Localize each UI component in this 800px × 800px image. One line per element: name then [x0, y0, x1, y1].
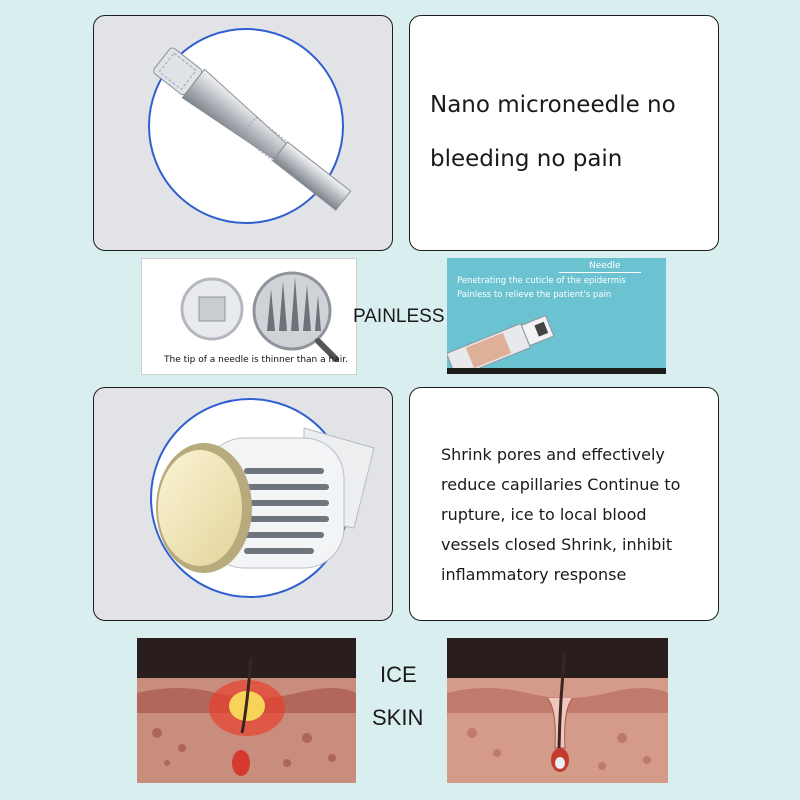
painless-label: PAINLESS	[353, 306, 445, 327]
soothed-skin-image	[447, 638, 668, 783]
needle-tip-closeup-image: The tip of a needle is thinner than a ha…	[141, 258, 357, 375]
needle-image-panel	[93, 15, 393, 251]
needle-tip-caption: The tip of a needle is thinner than a ha…	[164, 355, 348, 365]
needle-text-line-2: bleeding no pain	[430, 146, 623, 172]
needle-pointer-label: Needle	[589, 261, 621, 271]
ice-text-line-3: rupture, ice to local blood	[441, 505, 647, 524]
needle-pointer-line	[559, 272, 641, 273]
needle-text-line-1: Nano microneedle no	[430, 92, 676, 118]
epidermis-text-2: Painless to relieve the patient's pain	[457, 290, 612, 300]
ice-label: ICE	[380, 662, 417, 687]
ice-head-image-panel	[93, 387, 393, 621]
epidermis-penetration-image: Needle Penetrating the cuticle of the ep…	[447, 258, 666, 374]
epidermis-text-1: Penetrating the cuticle of the epidermis	[457, 276, 626, 286]
ice-text-line-2: reduce capillaries Continue to	[441, 475, 681, 494]
inflamed-skin-image	[137, 638, 356, 783]
ice-text-line-5: inflammatory response	[441, 565, 627, 584]
ice-text-panel: Shrink pores and effectively reduce capi…	[409, 387, 719, 621]
ice-head-device-image	[156, 427, 375, 573]
microneedle-pen-image	[153, 47, 352, 211]
ice-text-line-4: vessels closed Shrink, inhibit	[441, 535, 673, 554]
needle-text-panel: Nano microneedle no bleeding no pain	[409, 15, 719, 251]
ice-text-line-1: Shrink pores and effectively	[441, 445, 665, 464]
skin-label: SKIN	[372, 705, 424, 730]
